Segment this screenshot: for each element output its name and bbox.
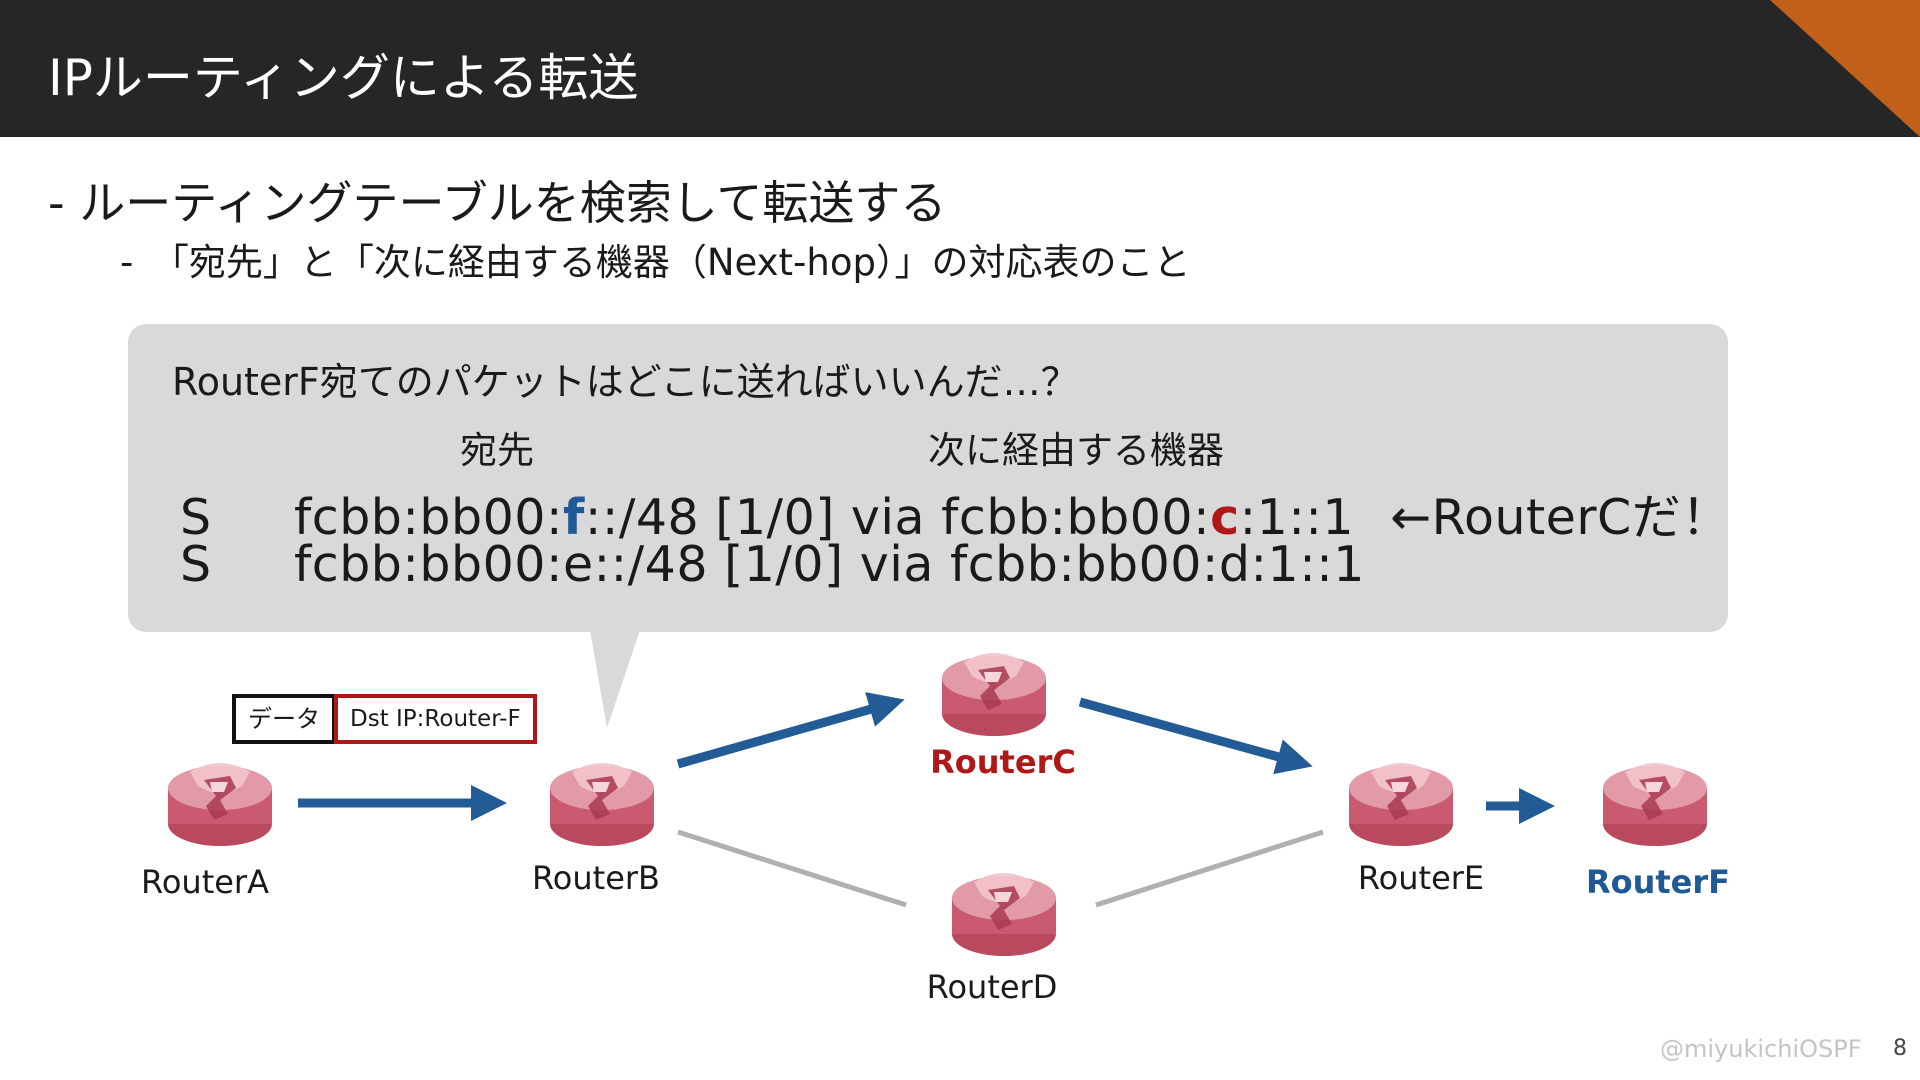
route-prefix: fcbb:bb00: xyxy=(294,489,563,546)
router-label-a: RouterA xyxy=(141,863,269,901)
route-nexthop-highlight: c xyxy=(1210,489,1240,546)
packet-box: データ Dst IP:Router-F xyxy=(232,694,537,744)
accent-triangle-icon xyxy=(1770,0,1920,137)
footer-credit: @miyukichiOSPF xyxy=(1660,1035,1862,1063)
router-icon xyxy=(942,653,1046,736)
router-label-c: RouterC xyxy=(930,743,1076,781)
router-icon xyxy=(550,763,654,846)
packet-dst-label: Dst IP:Router-F xyxy=(334,694,537,744)
route-prefix-rest: ::/48 [1/0] via fcbb:bb00: xyxy=(584,489,1211,546)
route-note: ←RouterCだ！ xyxy=(1390,489,1731,546)
bullet-sub: - 「宛先」と「次に経由する機器（Next-hop）」の対応表のこと xyxy=(120,241,1191,284)
packet-data-label: データ xyxy=(232,694,334,744)
slide-header: IPルーティングによる転送 xyxy=(0,0,1920,137)
router-label-f: RouterF xyxy=(1585,863,1731,901)
router-icon xyxy=(168,763,272,846)
router-label-d: RouterD xyxy=(926,968,1058,1006)
route-text: fcbb:bb00:e::/48 [1/0] via fcbb:bb00:d:1… xyxy=(294,536,1365,593)
link-d-e xyxy=(1095,829,1324,908)
router-icon xyxy=(952,873,1056,956)
column-header-nexthop: 次に経由する機器 xyxy=(928,429,1224,472)
arrow-c-e xyxy=(1078,697,1313,775)
route-code: S xyxy=(180,536,212,593)
arrow-b-c xyxy=(676,692,905,769)
route-prefix-highlight: f xyxy=(562,489,585,546)
column-header-destination: 宛先 xyxy=(460,429,534,472)
router-icon xyxy=(1349,763,1453,846)
route-code: S xyxy=(180,489,212,546)
page-number: 8 xyxy=(1893,1036,1907,1061)
bullet-main: - ルーティングテーブルを検索して転送する xyxy=(48,176,947,230)
slide-title: IPルーティングによる転送 xyxy=(48,49,639,107)
link-b-d xyxy=(677,829,907,908)
router-icon xyxy=(1603,763,1707,846)
route-nexthop-rest: :1::1 xyxy=(1239,489,1355,546)
router-label-e: RouterE xyxy=(1357,859,1485,897)
callout-question: RouterF宛てのパケットはどこに送ればいいんだ…？ xyxy=(172,360,1079,404)
router-label-b: RouterB xyxy=(532,859,660,897)
